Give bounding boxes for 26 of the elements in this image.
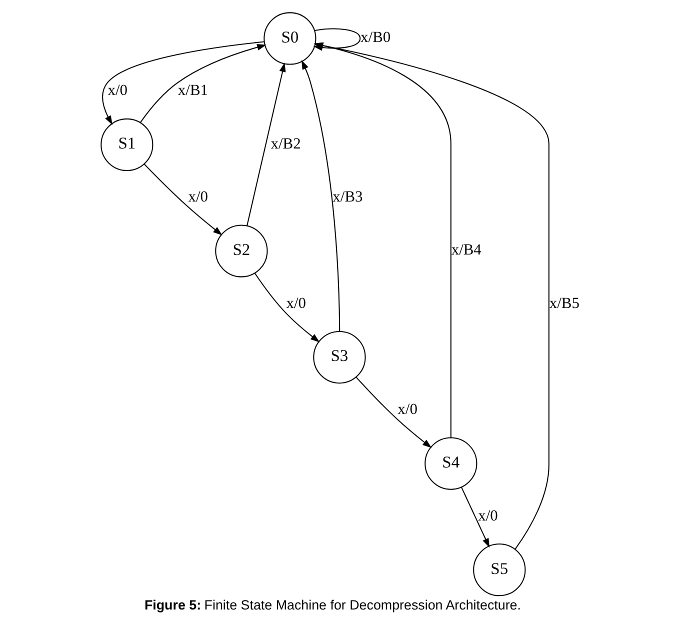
arrow (460, 487, 490, 548)
edge-label: x/B5 (548, 294, 579, 312)
edge-label: x/B1 (177, 82, 208, 100)
node-circle: S1 (100, 118, 153, 172)
arrow (355, 376, 432, 448)
edge-label: x/0 (107, 82, 128, 100)
edge-label: x/B4 (450, 242, 481, 259)
edge-label: x/0 (286, 294, 306, 312)
node-circle: S3 (312, 330, 366, 384)
edge-label: x/0 (478, 507, 498, 524)
node-circle: S2 (214, 224, 268, 278)
arrow (140, 44, 266, 123)
edge-label: x/B2 (270, 135, 300, 152)
node-circle: S4 (424, 437, 477, 490)
edge-label: x/B0 (360, 29, 390, 46)
caption: Figure 5: Finite State Machine for Decompression Architecture. (144, 597, 520, 612)
arrow (102, 41, 264, 126)
edge-label: x/B3 (332, 188, 362, 206)
arrow (254, 272, 320, 342)
edge-label: x/0 (397, 401, 417, 418)
node-circle: S0 (263, 12, 316, 65)
edge-label: x/0 (188, 188, 208, 206)
node-circle: S5 (472, 544, 526, 596)
arrow (301, 60, 340, 332)
arrow (143, 164, 222, 236)
arrow (246, 62, 286, 226)
